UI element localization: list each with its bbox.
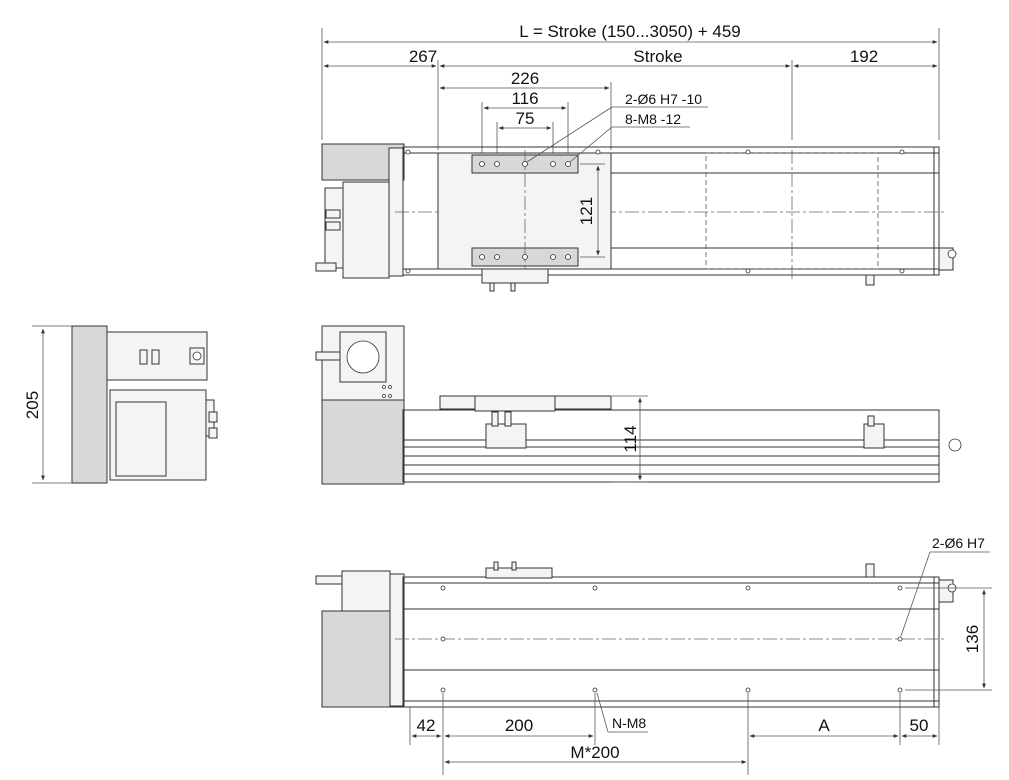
end-offset-right-label: 50 — [910, 716, 929, 735]
end-offset-left-label: 42 — [417, 716, 436, 735]
mount-spacing-label: 136 — [963, 625, 982, 653]
stroke-label: Stroke — [633, 47, 682, 66]
pitch-total-label: M*200 — [570, 743, 619, 762]
top-view: L = Stroke (150...3050) + 459 267 Stroke… — [315, 22, 957, 292]
side-view: 114 — [315, 325, 962, 485]
hole-spacing-inner-label: 75 — [516, 109, 535, 128]
carriage-depth-label: 121 — [577, 197, 596, 225]
end-view: 205 — [23, 325, 218, 484]
right-offset-label: 192 — [850, 47, 878, 66]
threaded-holes-base-note: N-M8 — [612, 715, 646, 731]
carriage-width-label: 226 — [511, 69, 539, 88]
total-length-label: L = Stroke (150...3050) + 459 — [519, 22, 740, 41]
pin-holes-base-note: 2-Ø6 H7 — [932, 535, 985, 551]
bottom-view: 2-Ø6 H7 N-M8 136 42 200 A 50 M*200 — [315, 535, 992, 775]
threaded-holes-carriage-note: 8-M8 -12 — [625, 111, 681, 127]
hole-spacing-outer-label: 116 — [511, 89, 538, 108]
pin-holes-carriage-note: 2-Ø6 H7 -10 — [625, 91, 702, 107]
left-offset-label: 267 — [409, 47, 437, 66]
dim-a-label: A — [818, 716, 830, 735]
carriage-height-label: 114 — [621, 425, 640, 452]
height-label: 205 — [23, 391, 42, 419]
pitch-label: 200 — [505, 716, 533, 735]
